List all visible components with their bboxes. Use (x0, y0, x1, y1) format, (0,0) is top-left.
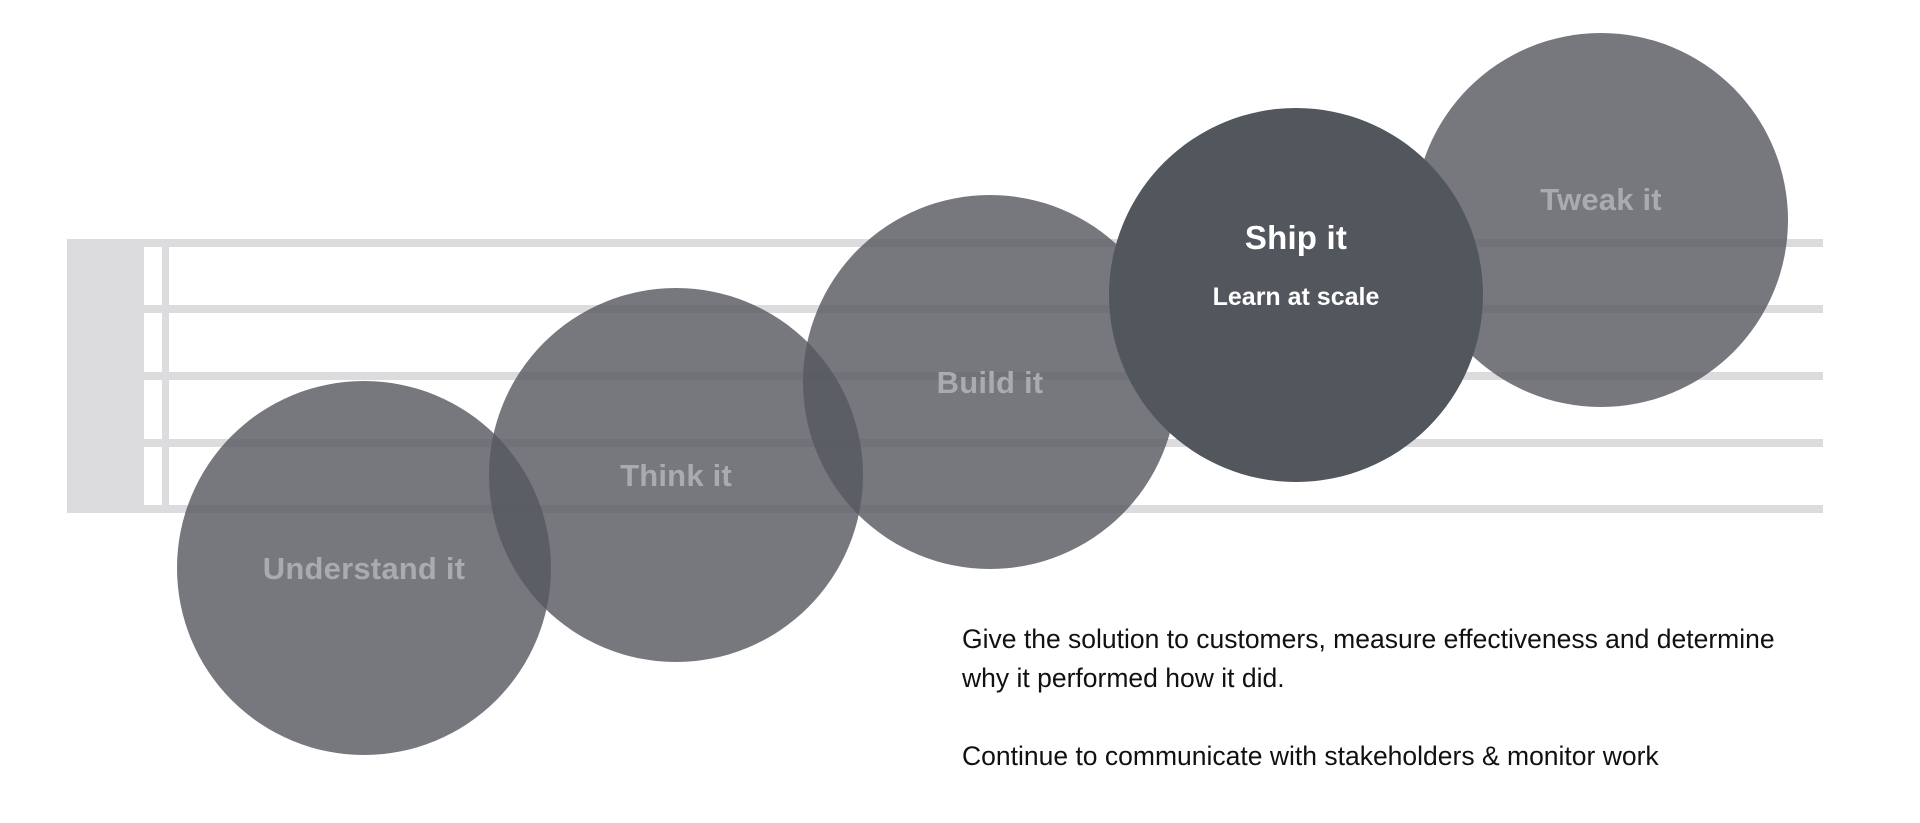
step-label: Think it (620, 458, 732, 493)
staff-block (67, 239, 137, 513)
step-think-it[interactable]: Think it (489, 288, 863, 662)
step-label: Build it (936, 365, 1044, 400)
description-paragraph: Continue to communicate with stakeholder… (962, 741, 1659, 771)
step-label: Tweak it (1540, 182, 1662, 217)
step-label: Understand it (262, 551, 466, 586)
step-sublabel: Learn at scale (1212, 282, 1380, 311)
step-description: Give the solution to customers, measure … (962, 620, 1782, 776)
step-label: Ship it (1244, 218, 1348, 256)
step-ship-it[interactable]: Ship it Learn at scale (1109, 108, 1483, 482)
step-tweak-it[interactable]: Tweak it (1414, 33, 1788, 407)
step-understand-it[interactable]: Understand it (177, 381, 551, 755)
description-paragraph: Give the solution to customers, measure … (962, 624, 1775, 693)
